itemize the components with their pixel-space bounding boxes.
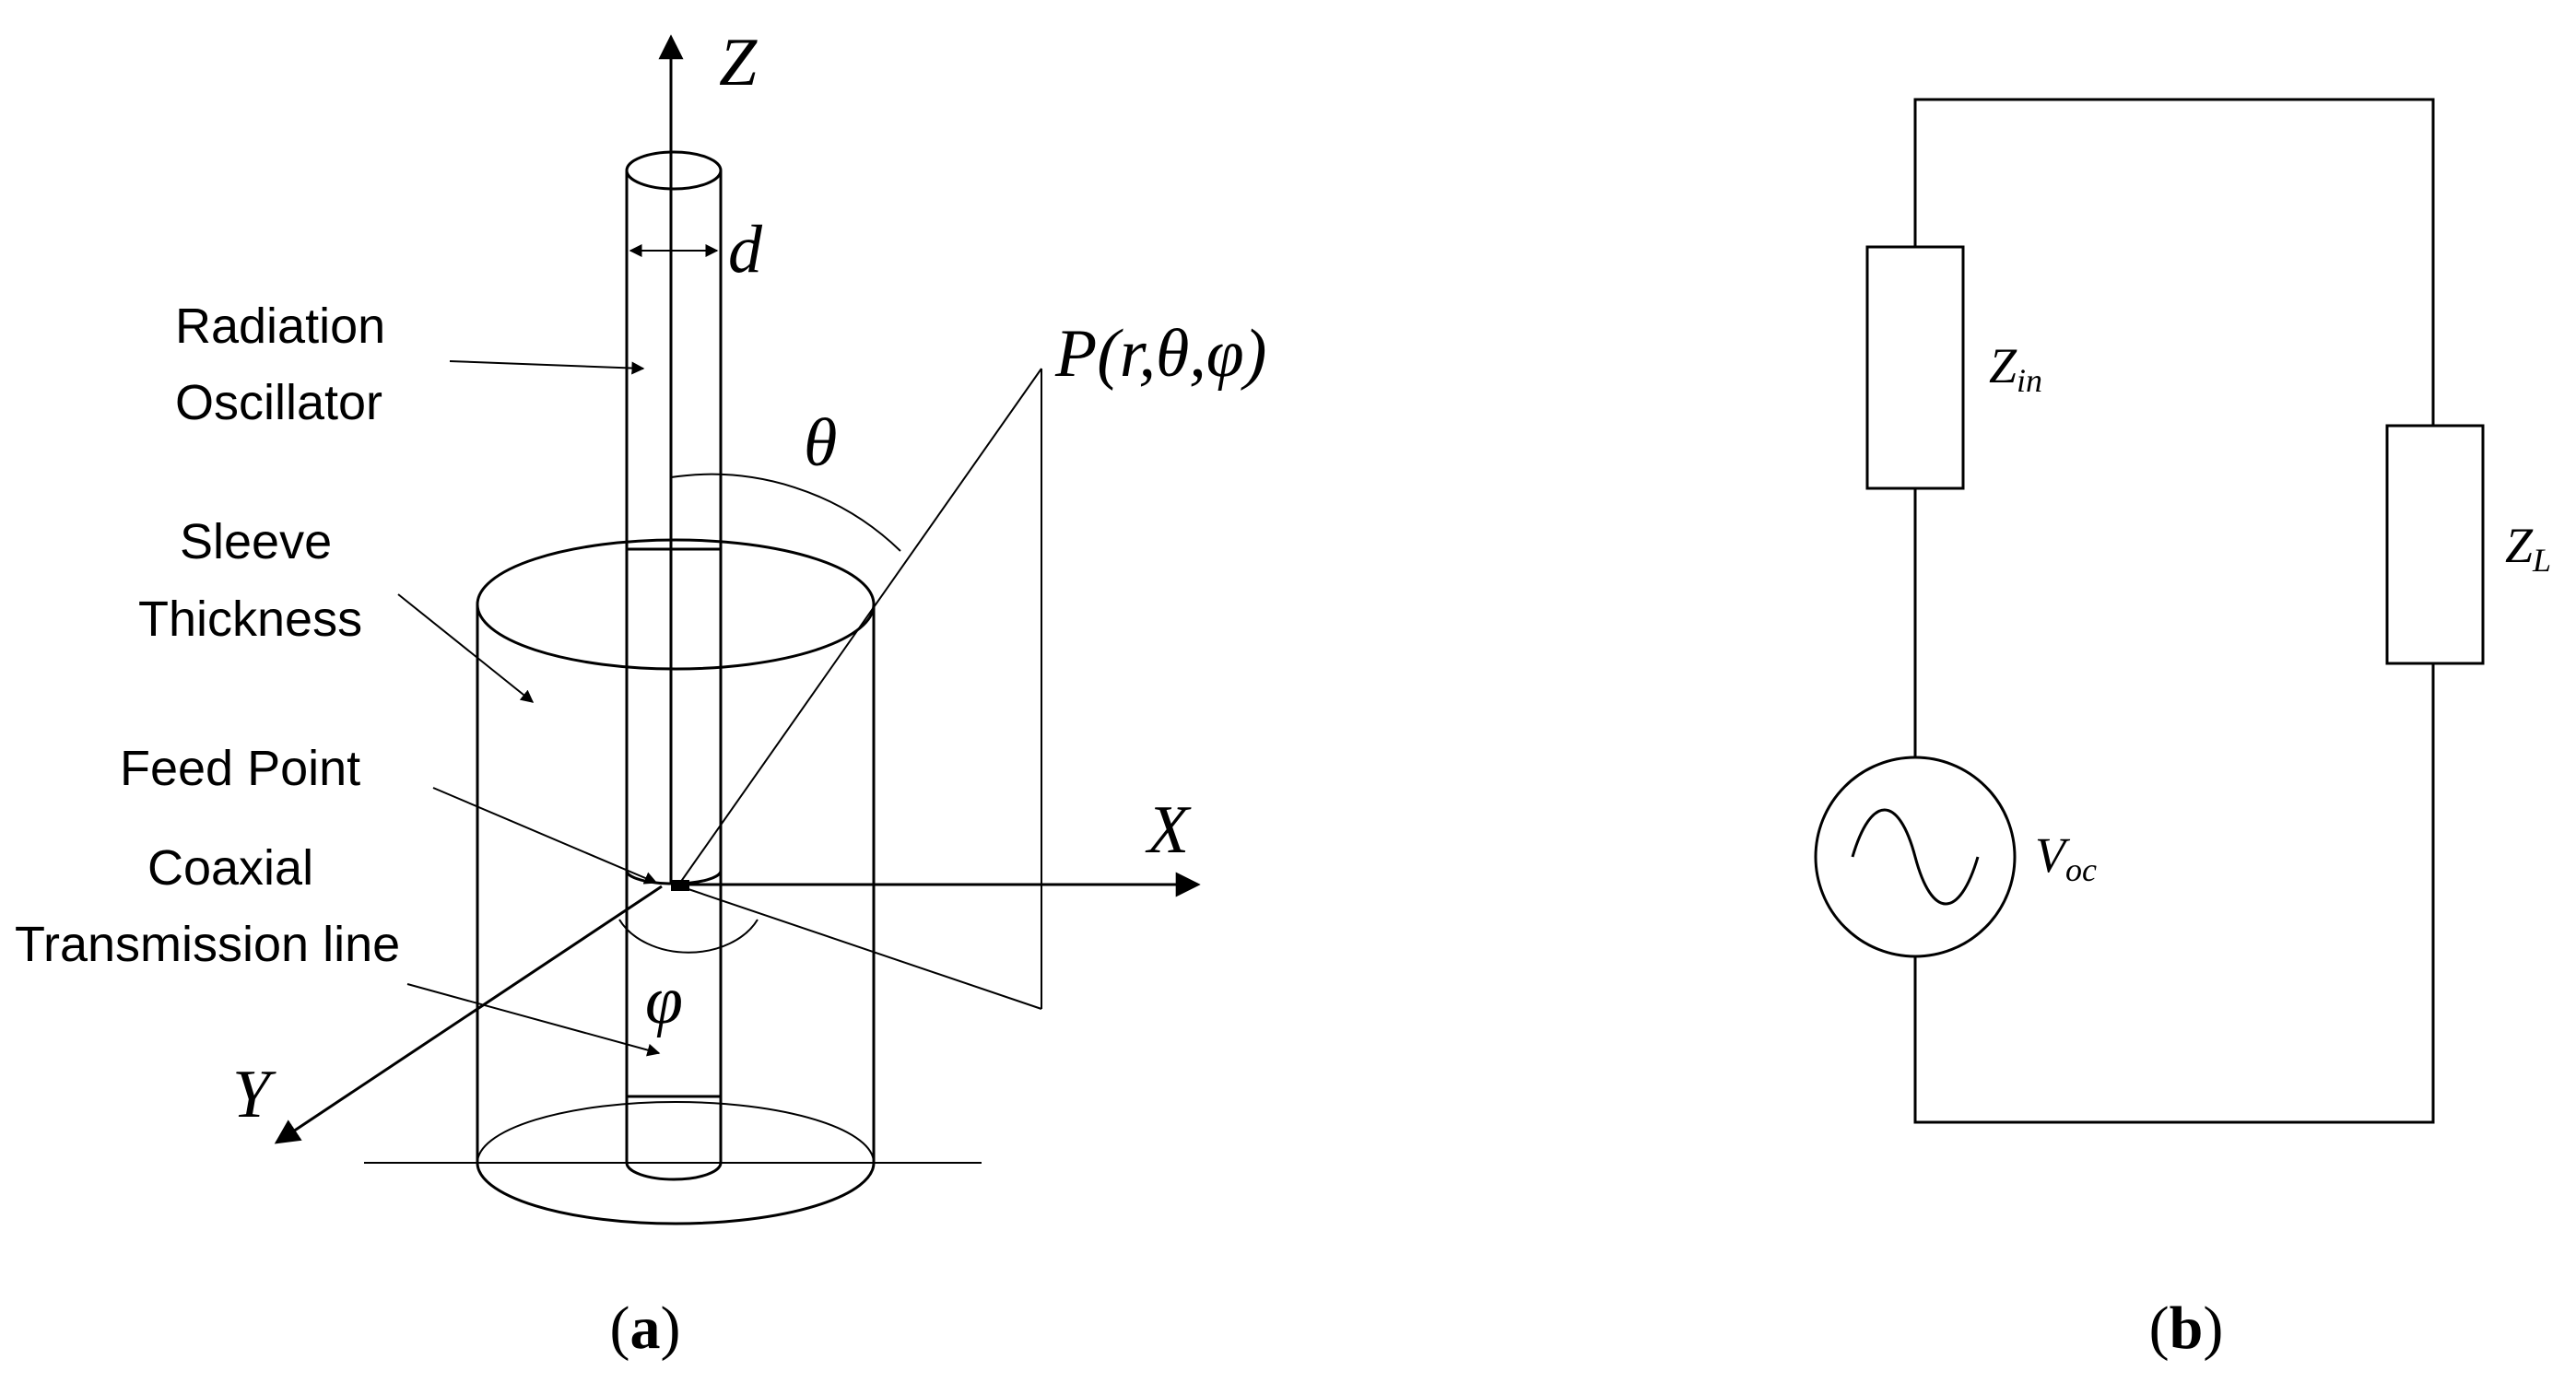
sleeve-callout-arrow <box>397 593 535 703</box>
y-axis <box>274 885 663 1144</box>
rod-top-ellipse <box>625 150 723 191</box>
phi-arc <box>618 919 759 954</box>
radius-line <box>679 368 1042 884</box>
phi-label: φ <box>645 963 683 1038</box>
y-axis-label: Y <box>232 1057 276 1132</box>
sine-wave-icon <box>1851 808 1980 906</box>
zin-label: Zin <box>1989 338 2042 399</box>
theta-arc <box>670 473 901 552</box>
panel-b-caption: (b) <box>2149 1295 2224 1362</box>
radiation-callout-arrow <box>449 360 645 375</box>
panel-b-circuit-diagram: Zin ZL Voc (b) <box>1814 98 2551 1362</box>
sleeve-bottom-back <box>476 1101 875 1164</box>
radiation-label-line2: Oscillator <box>175 375 382 430</box>
zl-resistor <box>2385 424 2485 665</box>
sleeve-label-line1: Sleeve <box>180 514 332 569</box>
radiation-label-line1: Radiation <box>175 299 385 354</box>
projection-horizontal <box>679 885 1042 1010</box>
feed-callout-arrow <box>432 787 658 885</box>
zin-resistor <box>1865 245 1965 490</box>
coax-label-line1: Coaxial <box>147 840 313 896</box>
x-axis-label: X <box>1145 792 1192 868</box>
sleeve-top-ellipse <box>476 538 876 671</box>
voltage-source <box>1814 756 2017 958</box>
diameter-label: d <box>728 212 763 287</box>
theta-label: θ <box>804 405 837 481</box>
sleeve-cylinder <box>476 538 876 1225</box>
voc-label: Voc <box>2035 827 2097 888</box>
panel-a-antenna-diagram: Z X Y d P(r,θ,φ) θ φ Radiation Oscillato… <box>15 25 1266 1362</box>
zl-label: ZL <box>2505 518 2551 579</box>
top-wire <box>1913 98 2435 426</box>
point-p-label: P(r,θ,φ) <box>1054 316 1266 392</box>
sleeve-label-line2: Thickness <box>138 592 362 647</box>
feed-label: Feed Point <box>120 741 360 796</box>
coax-label-line2: Transmission line <box>15 917 400 972</box>
sleeve-bottom-front <box>476 1162 876 1225</box>
panel-a-caption: (a) <box>610 1295 681 1362</box>
rod-bottom-curve <box>625 1162 723 1181</box>
coax-callout-arrow <box>406 983 661 1057</box>
z-axis-label: Z <box>719 25 758 100</box>
bottom-wire <box>1913 663 2435 1124</box>
